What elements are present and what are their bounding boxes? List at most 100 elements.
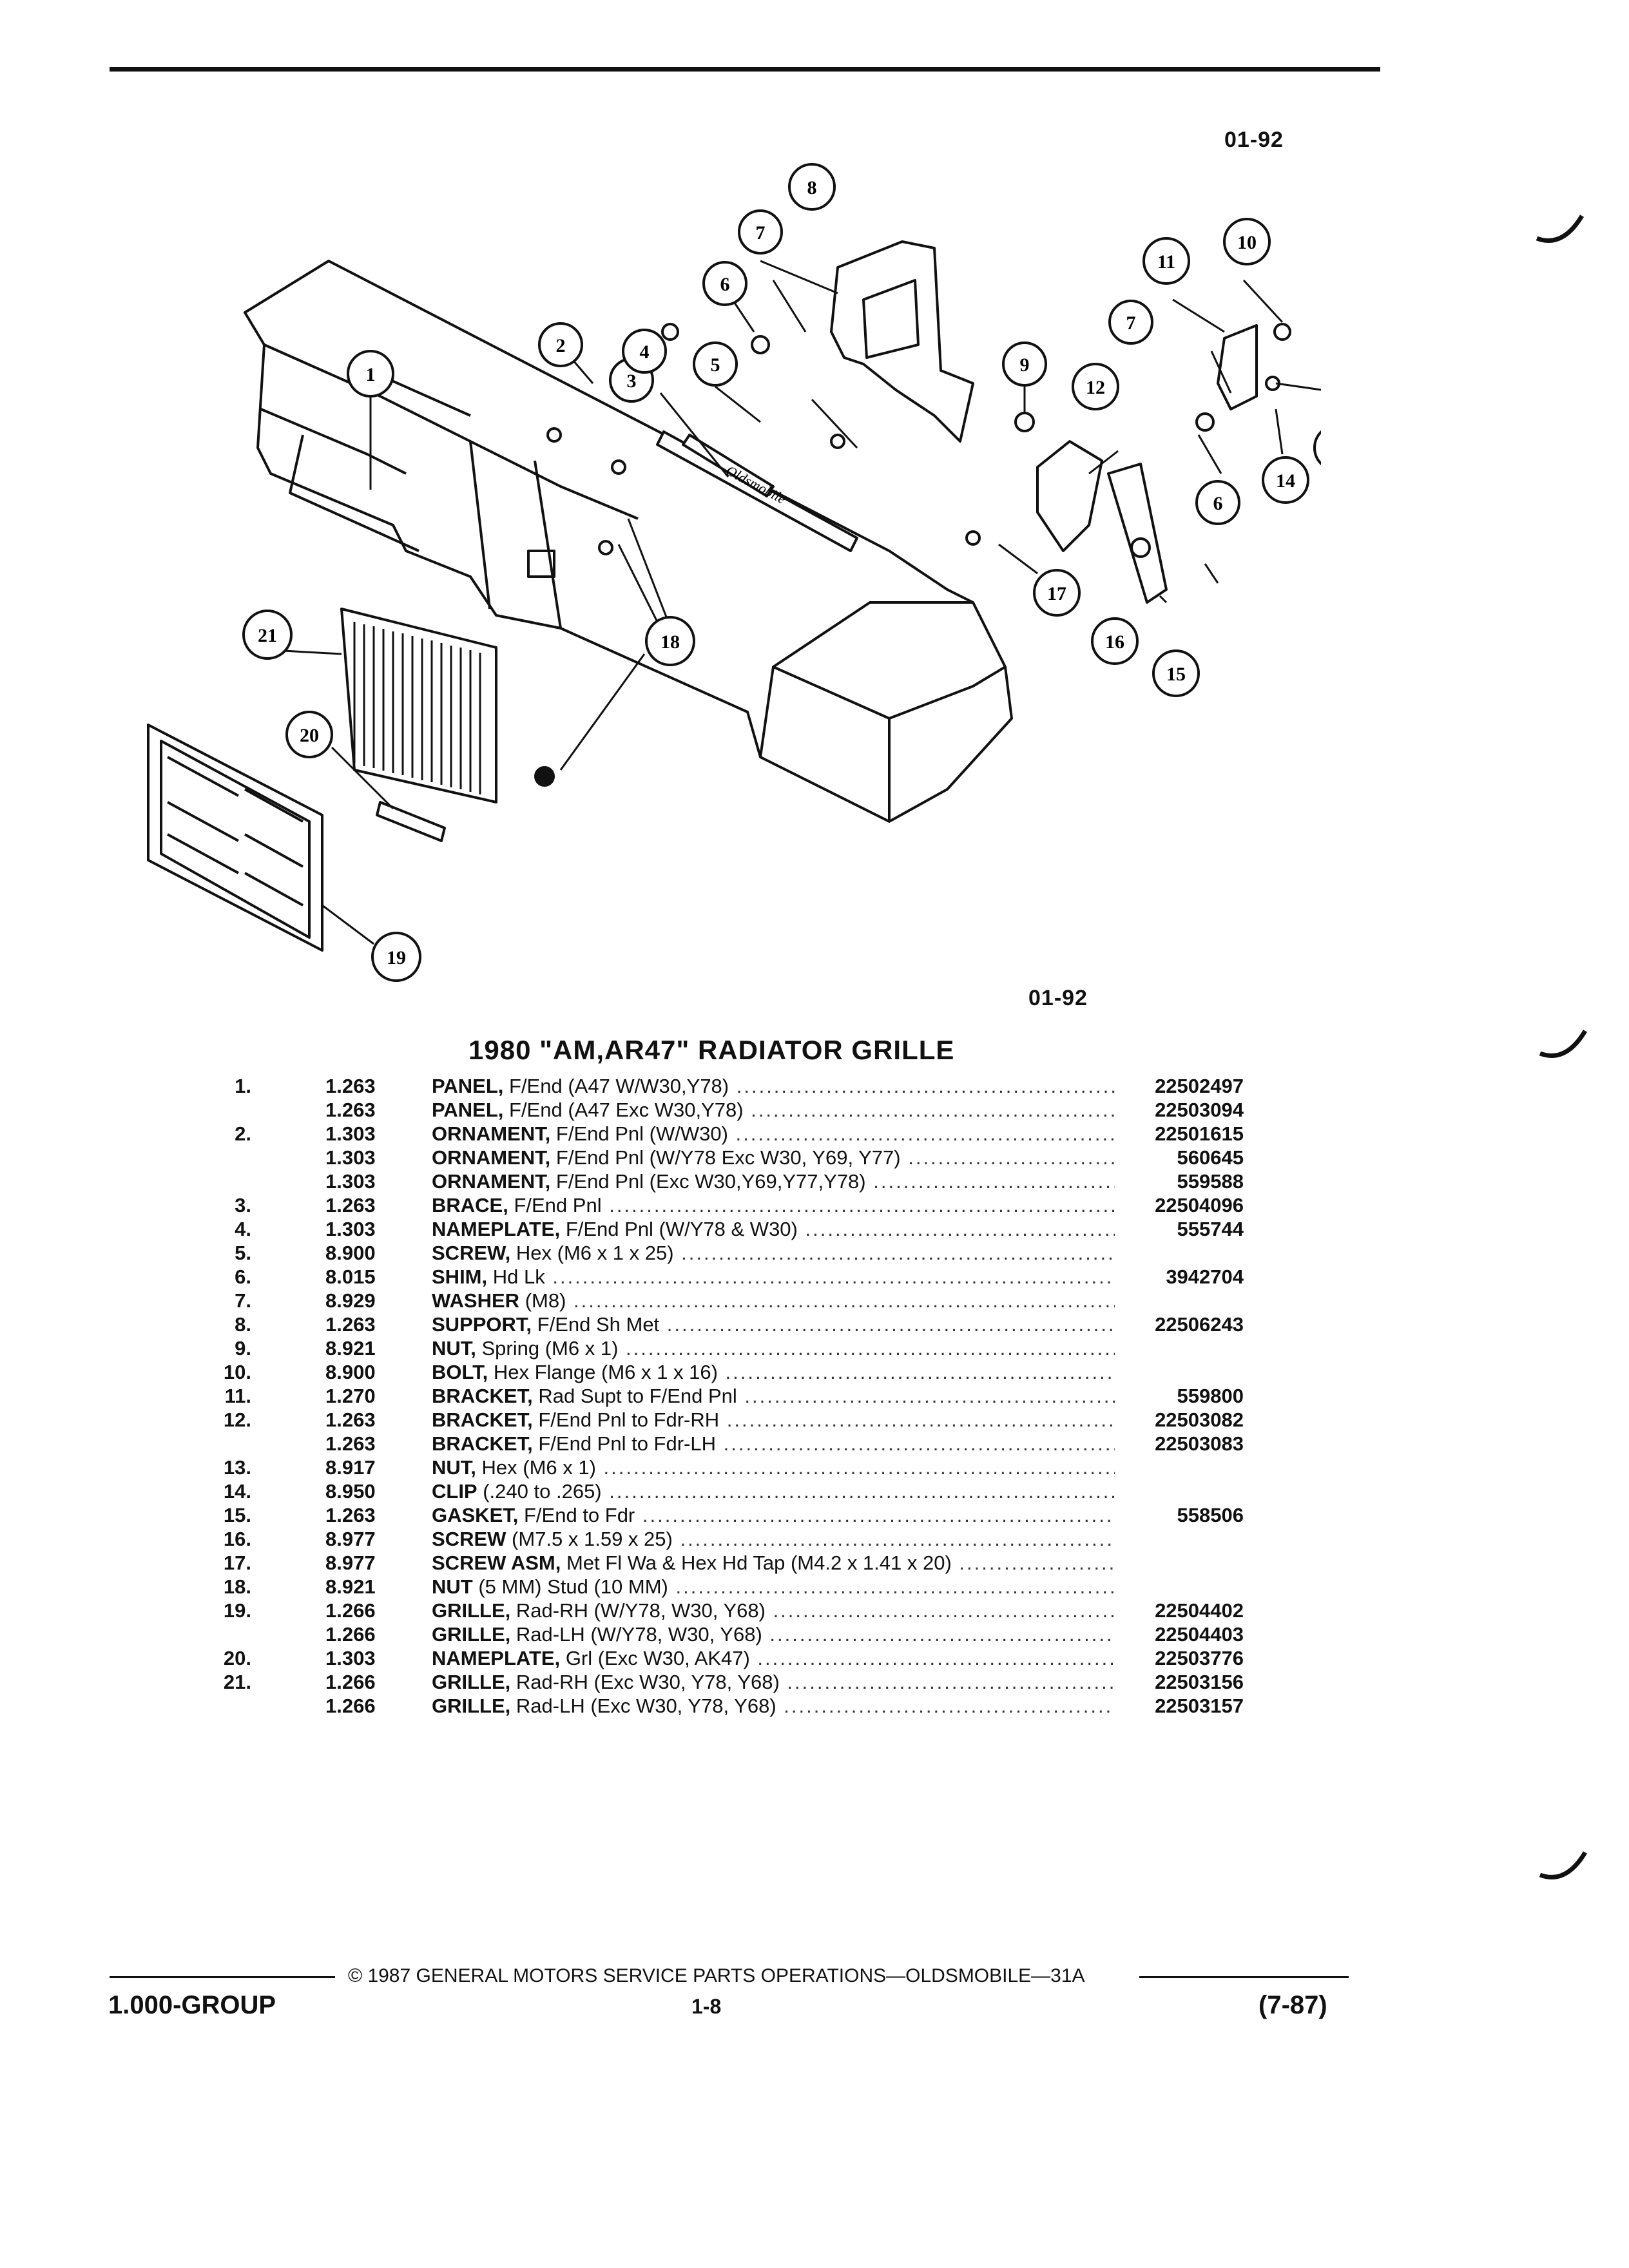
part-name: GRILLE, (432, 1695, 511, 1717)
item-number: 10. (223, 1361, 251, 1383)
item-number: 19. (223, 1599, 251, 1622)
part-name: SCREW, (432, 1242, 511, 1264)
callout-1: 1 (347, 350, 394, 398)
part-spec: Spring (M6 x 1) (476, 1337, 619, 1360)
part-spec: Rad Supt to F/End Pnl (532, 1385, 737, 1407)
part-description: NAMEPLATE, F/End Pnl (W/Y78 & W30) .....… (432, 1218, 1115, 1241)
group-number: 1.263 (325, 1099, 376, 1121)
callout-12: 12 (1072, 363, 1119, 410)
parts-row: 1.266 GRILLE, Rad-LH (W/Y78, W30, Y68) ..… (161, 1623, 1244, 1647)
part-spec: Met Fl Wa & Hex Hd Tap (M4.2 x 1.41 x 20… (561, 1552, 952, 1574)
leader-dots: ........................................… (680, 1528, 1115, 1550)
svg-text:6: 6 (720, 274, 730, 295)
part-description: SCREW (M7.5 x 1.59 x 25) ...............… (432, 1528, 1115, 1551)
callout-19: 19 (371, 932, 421, 982)
part-number: 559800 (1177, 1385, 1244, 1407)
svg-text:5: 5 (711, 354, 720, 376)
group-number: 8.917 (325, 1456, 376, 1479)
part-number: 22503156 (1155, 1671, 1244, 1693)
part-description: GRILLE, Rad-LH (W/Y78, W30, Y68) .......… (432, 1623, 1115, 1646)
callout-8: 8 (788, 163, 836, 211)
callout-6b: 6 (1195, 480, 1240, 525)
copyright-notice: © 1987 GENERAL MOTORS SERVICE PARTS OPER… (348, 1965, 1085, 1986)
item-number: 6. (235, 1265, 251, 1288)
item-number: 5. (235, 1242, 251, 1264)
leader-dots: ........................................… (681, 1242, 1115, 1264)
callout-9: 9 (1002, 341, 1047, 387)
group-number: 1.266 (325, 1599, 376, 1622)
part-number: 22503082 (1155, 1408, 1244, 1431)
svg-text:7: 7 (756, 222, 766, 244)
part-name: NUT, (432, 1337, 476, 1360)
margin-mark-2 (1539, 1030, 1588, 1058)
svg-text:14: 14 (1276, 470, 1295, 492)
group-number: 1.303 (325, 1647, 376, 1669)
group-number: 8.950 (325, 1480, 376, 1503)
item-number: 8. (235, 1313, 251, 1336)
callout-15: 15 (1152, 649, 1200, 697)
group-number: 1.303 (325, 1218, 376, 1240)
leader-dots: ........................................… (726, 1408, 1115, 1431)
svg-text:20: 20 (300, 725, 319, 746)
item-number: 12. (223, 1408, 251, 1431)
part-name: SHIM, (432, 1265, 488, 1288)
callout-5: 5 (693, 341, 738, 387)
part-spec: (M8) (519, 1289, 566, 1312)
group-number: 1.266 (325, 1623, 376, 1646)
svg-text:8: 8 (807, 177, 817, 198)
part-name: BRACKET, (432, 1385, 533, 1407)
part-number: 555744 (1177, 1218, 1244, 1240)
item-number: 21. (223, 1671, 251, 1693)
leader-dots: ........................................… (609, 1480, 1115, 1503)
group-number: 1.263 (325, 1313, 376, 1336)
item-number: 7. (235, 1289, 251, 1312)
svg-text:2: 2 (556, 335, 566, 356)
front-end-panel (244, 260, 1013, 823)
part-spec: (5 MM) Stud (10 MM) (472, 1575, 668, 1598)
callout-10: 10 (1223, 218, 1271, 265)
part-spec: F/End Sh Met (532, 1313, 660, 1336)
illustration-ref-top: 01-92 (1224, 128, 1284, 152)
part-spec: Hex (M6 x 1) (476, 1456, 596, 1479)
part-name: BOLT, (432, 1361, 488, 1383)
callout-17: 17 (1033, 569, 1081, 617)
part-spec: F/End to Fdr (518, 1504, 635, 1526)
part-number: 558506 (1177, 1504, 1244, 1526)
item-number: 16. (223, 1528, 251, 1550)
part-spec: (M7.5 x 1.59 x 25) (506, 1528, 673, 1550)
part-description: SCREW, Hex (M6 x 1 x 25) ...............… (432, 1242, 1115, 1265)
radiator-grille (340, 608, 497, 803)
illustration-ref-bottom: 01-92 (1028, 986, 1088, 1010)
item-number: 9. (235, 1337, 251, 1360)
part-name: ORNAMENT, (432, 1170, 551, 1193)
callout-14: 14 (1262, 456, 1309, 504)
part-spec: Hex (M6 x 1 x 25) (510, 1242, 674, 1264)
part-name: NUT, (432, 1456, 476, 1479)
svg-text:19: 19 (387, 947, 406, 968)
part-name: GRILLE, (432, 1599, 511, 1622)
part-spec: Rad-RH (Exc W30, Y78, Y68) (510, 1671, 780, 1693)
group-number: 1.263 (325, 1075, 376, 1097)
group-number: 8.015 (325, 1265, 376, 1288)
leader-dots: ........................................… (603, 1456, 1115, 1479)
part-description: CLIP (.240 to .265) ....................… (432, 1480, 1115, 1503)
part-number: 22503083 (1155, 1432, 1244, 1455)
leader-dots: ........................................… (642, 1504, 1115, 1526)
part-spec: F/End Pnl (Exc W30,Y69,Y77,Y78) (550, 1170, 866, 1193)
group-number: 1.303 (325, 1170, 376, 1193)
svg-text:15: 15 (1166, 664, 1186, 685)
part-number: 22504402 (1155, 1599, 1244, 1622)
svg-text:4: 4 (640, 341, 650, 363)
